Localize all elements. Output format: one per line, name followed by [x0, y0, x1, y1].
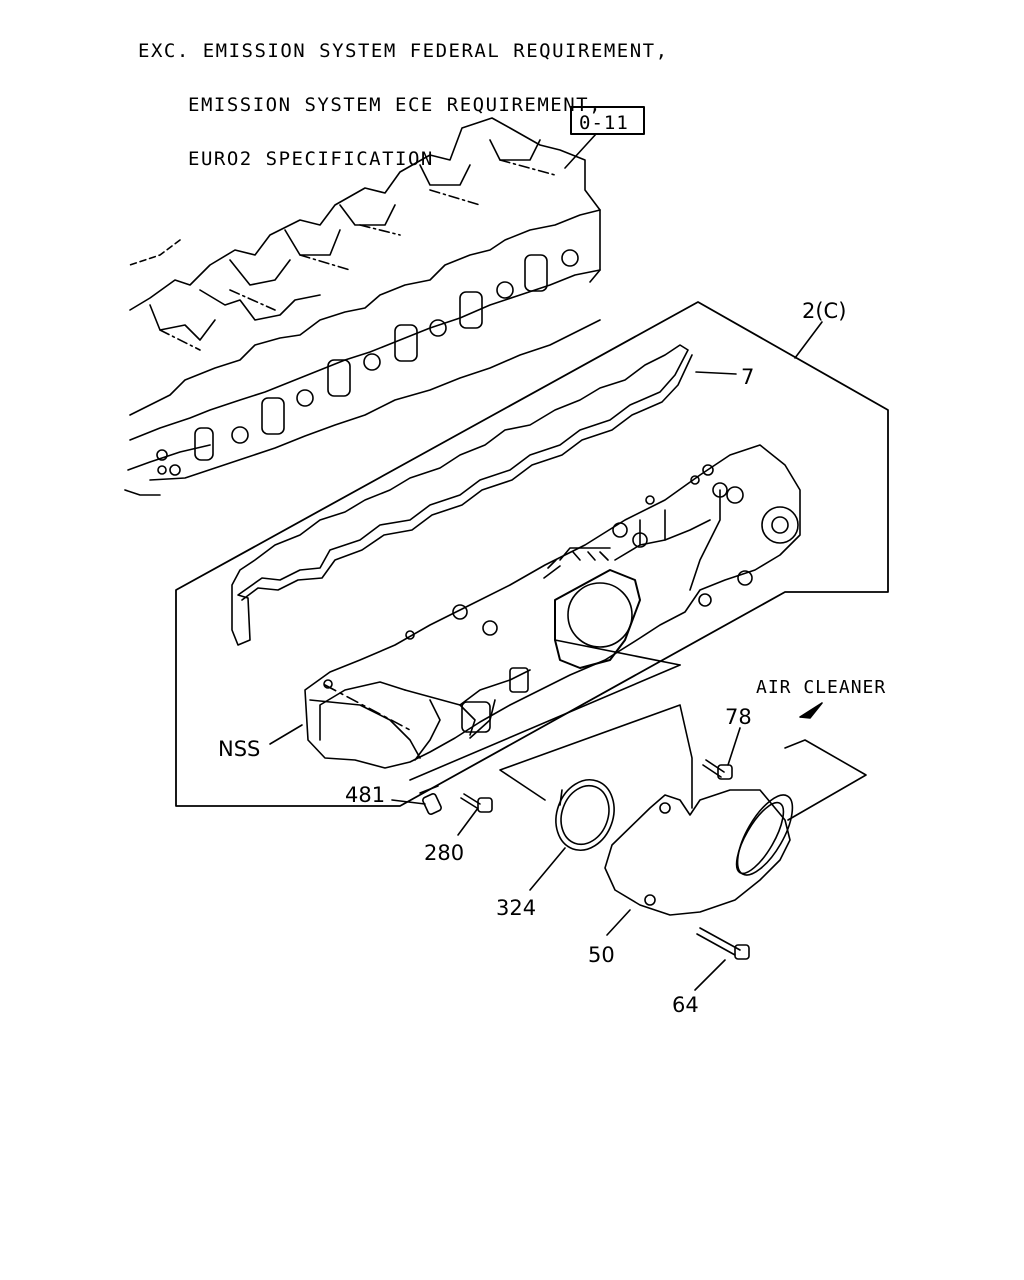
connection-line-manifold-pipe	[499, 704, 693, 809]
assembly-outline	[175, 301, 889, 807]
header-notes: EXC. EMISSION SYSTEM FEDERAL REQUIREMENT…	[138, 6, 669, 186]
reference-box-frame	[570, 106, 645, 135]
callout-leader-2c	[794, 321, 823, 359]
cylinder-head-drawing	[124, 117, 601, 496]
callout-324: 324	[496, 896, 536, 920]
callout-leader-64	[694, 959, 726, 991]
bolt-78-drawing	[702, 759, 733, 780]
header-prefix: EXC.	[138, 40, 190, 62]
callout-280: 280	[424, 841, 464, 865]
callout-7: 7	[741, 365, 754, 389]
callout-50: 50	[588, 943, 615, 967]
air-pipe-50-drawing	[604, 789, 794, 916]
bolt-280-drawing	[460, 793, 493, 813]
reference-leader	[564, 133, 597, 169]
callout-leader-7	[695, 371, 737, 375]
callout-leader-280	[457, 807, 479, 836]
stud-64-drawing	[696, 927, 750, 960]
callout-leader-481	[391, 799, 426, 805]
callout-2c: 2(C)	[802, 299, 846, 323]
manifold-gasket-drawing	[231, 344, 689, 646]
plug-481-drawing	[419, 785, 442, 815]
seal-ring-324-drawing	[555, 779, 615, 851]
callout-leader-78	[727, 727, 741, 766]
header-line-1: EMISSION SYSTEM FEDERAL REQUIREMENT,	[202, 40, 669, 62]
air-cleaner-arrow	[799, 702, 823, 719]
callout-leader-nss	[269, 724, 303, 745]
callout-64: 64	[672, 993, 699, 1017]
callout-leader-50	[606, 909, 631, 936]
connection-line-pipe-aircleaner	[784, 739, 867, 821]
air-cleaner-label: AIR CLEANER	[756, 677, 886, 698]
header-line-3: EURO2 SPECIFICATION	[188, 148, 434, 170]
callout-nss: NSS	[218, 737, 260, 761]
callout-leader-324	[529, 847, 566, 891]
header-line-2: EMISSION SYSTEM ECE REQUIREMENT,	[188, 94, 603, 116]
reference-box-label: 0-11	[579, 112, 629, 134]
callout-481: 481	[345, 783, 385, 807]
intake-manifold-drawing	[304, 444, 801, 781]
callout-78: 78	[725, 705, 752, 729]
